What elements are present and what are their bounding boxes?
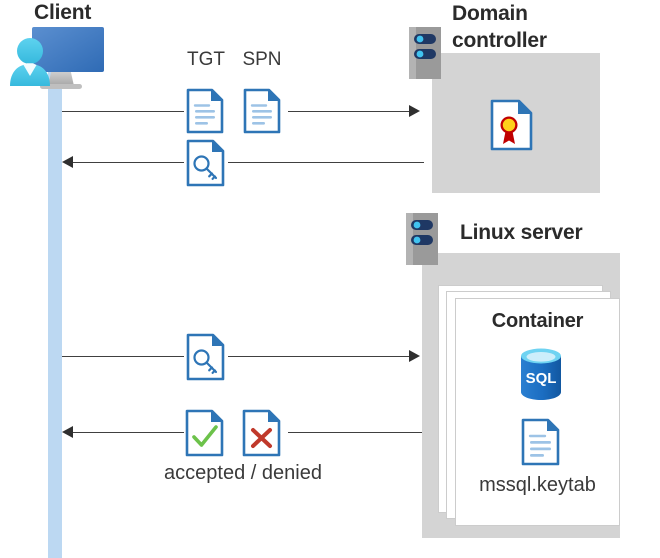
- key-icon: [193, 349, 218, 374]
- client-workstation-icon: [8, 24, 116, 94]
- flow-client-to-linux-line-left: [62, 356, 184, 357]
- award-seal-icon: [500, 116, 518, 144]
- flow-client-to-linux-line-right: [228, 356, 409, 357]
- flow-client-to-dc-line-right: [288, 111, 409, 112]
- key-icon: [193, 155, 218, 180]
- service-ticket-key-document-icon: [186, 333, 226, 381]
- client-title: Client: [34, 1, 92, 24]
- check-icon: [192, 425, 218, 447]
- flow-linux-to-client-line-left: [73, 432, 184, 433]
- flow-dc-to-client-line-left: [73, 162, 184, 163]
- container-card-front: [455, 298, 620, 526]
- flow-linux-to-client-arrowhead: [62, 426, 73, 438]
- flow-dc-to-client-arrowhead: [62, 156, 73, 168]
- spn-document-icon: [243, 88, 281, 134]
- ticket-key-document-icon: [186, 139, 226, 187]
- spn-label: SPN: [242, 49, 282, 70]
- linux-server-rack-icon: [406, 213, 438, 265]
- container-title: Container: [491, 310, 584, 332]
- flow-client-to-linux-arrowhead: [409, 350, 420, 362]
- sql-database-label: SQL: [526, 370, 557, 387]
- flow-client-to-dc-line-left: [62, 111, 184, 112]
- domain-controller-server-rack-icon: [409, 27, 441, 79]
- domain-controller-title-line2: controller: [452, 29, 547, 52]
- certificate-document-icon: [490, 99, 534, 151]
- tgt-document-icon: [186, 88, 224, 134]
- flow-client-to-dc-arrowhead: [409, 105, 420, 117]
- client-lifeline: [48, 72, 62, 558]
- accepted-check-document-icon: [185, 409, 225, 457]
- person-icon: [10, 38, 50, 86]
- monitor-icon: [10, 27, 104, 89]
- tgt-label: TGT: [187, 49, 225, 70]
- cross-icon: [251, 428, 272, 448]
- denied-cross-document-icon: [242, 409, 282, 457]
- accepted-denied-label: accepted / denied: [164, 462, 322, 484]
- domain-controller-title-line1: Domain: [452, 2, 528, 25]
- linux-server-title: Linux server: [460, 221, 583, 244]
- keytab-filename-label: mssql.keytab: [479, 474, 596, 496]
- flow-dc-to-client-line-right: [228, 162, 424, 163]
- domain-controller-title: Domain controller: [452, 0, 652, 54]
- flow-linux-to-client-line-right: [288, 432, 422, 433]
- sql-database-icon: SQL: [518, 347, 564, 401]
- keytab-document-icon: [521, 418, 561, 466]
